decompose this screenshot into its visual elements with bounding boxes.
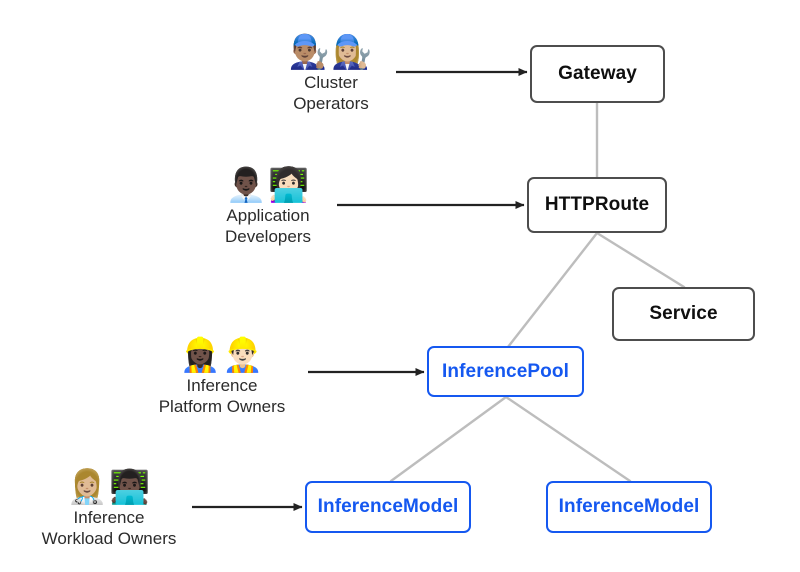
node-label: InferenceModel	[317, 496, 459, 517]
node-label: HTTPRoute	[544, 194, 650, 215]
man-mechanic-icon: 👨🏽‍🔧	[288, 33, 331, 70]
woman-technologist-icon: 👩🏻‍💻	[268, 166, 311, 203]
node-service[interactable]: Service	[612, 287, 755, 341]
persona-label-line: Inference	[73, 508, 145, 527]
node-httproute[interactable]: HTTPRoute	[527, 177, 667, 233]
persona-emoji-group: 👩🏼‍⚕️👨🏿‍💻	[67, 470, 151, 503]
node-label: InferencePool	[442, 360, 569, 382]
edge-inferencepool-inferencemodel-right	[504, 395, 632, 483]
persona-label-line: Inference	[186, 376, 258, 395]
persona-emoji-group: 👷🏿‍♀️👷🏻‍♂️	[180, 338, 264, 371]
persona-emoji-group: 👨🏿‍💼👩🏻‍💻	[226, 168, 310, 201]
node-label: InferenceModel	[558, 496, 700, 517]
persona-label-line: Operators	[293, 93, 369, 113]
man-construction-worker-icon: 👷🏻‍♂️	[222, 336, 265, 373]
node-gateway[interactable]: Gateway	[530, 45, 665, 103]
node-inferencemodel-left[interactable]: InferenceModel	[305, 481, 471, 533]
node-inferencemodel-right[interactable]: InferenceModel	[546, 481, 712, 533]
node-label: Service	[649, 303, 718, 324]
edge-httproute-service	[595, 231, 686, 289]
woman-health-worker-icon: 👩🏼‍⚕️	[66, 468, 109, 505]
node-inferencepool[interactable]: InferencePool	[427, 346, 584, 397]
edge-httproute-inferencepool	[506, 231, 599, 349]
man-office-worker-icon: 👨🏿‍💼	[225, 166, 268, 203]
persona-label-line: Platform Owners	[158, 396, 286, 416]
man-technologist-icon: 👨🏿‍💻	[109, 468, 152, 505]
persona-label-line: Cluster	[304, 73, 358, 92]
persona-arrows	[192, 68, 528, 511]
woman-mechanic-icon: 👩🏼‍🔧	[331, 33, 374, 70]
persona-label-line: Workload Owners	[41, 528, 177, 548]
persona-label-line: Developers	[225, 226, 311, 246]
persona-label-line: Application	[226, 206, 310, 225]
woman-construction-worker-icon: 👷🏿‍♀️	[179, 336, 222, 373]
edge-inferencepool-inferencemodel-left	[389, 395, 508, 483]
persona-emoji-group: 👨🏽‍🔧👩🏼‍🔧	[289, 35, 373, 68]
node-label: Gateway	[558, 63, 637, 84]
